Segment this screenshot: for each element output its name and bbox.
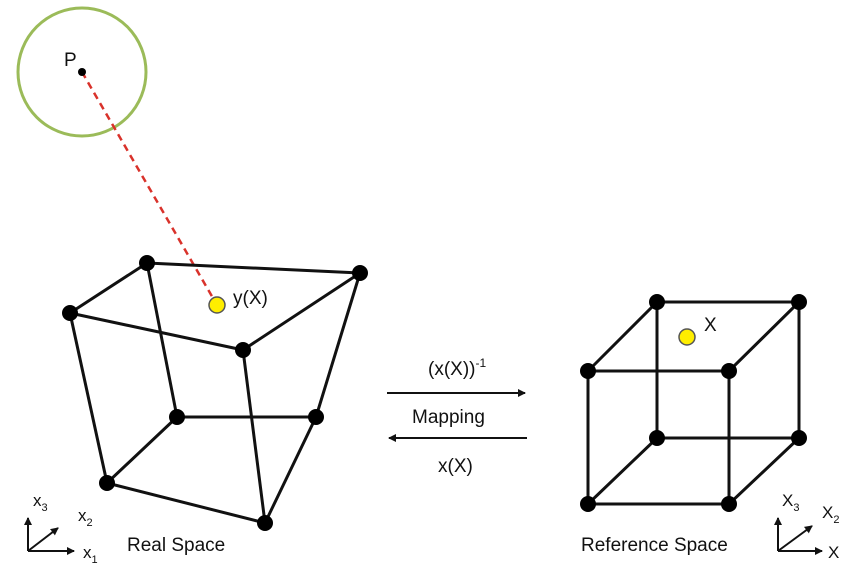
axis-label-x2: x2 [78,506,93,529]
reference-point-label: X [704,315,717,336]
mapping-label: Mapping [412,407,485,428]
mapped-point-marker [208,296,226,314]
vertex-dot [791,430,807,446]
axis-label-X3: X3 [782,491,799,514]
real-space-vertices [62,255,368,531]
reference-space-cube [586,300,801,506]
axis-label-X: X [828,543,839,562]
vertex-dot [235,342,251,358]
real-space-axes [24,517,75,555]
vertex-dot [721,363,737,379]
axis-label-x1: x1 [83,543,98,565]
vertex-dot [99,475,115,491]
reference-space-vertices [580,294,807,512]
vertex-dot [649,430,665,446]
vertex-dot [139,255,155,271]
mapped-point-label: y(X) [233,288,268,309]
reference-point-marker [678,328,696,346]
reference-space-caption: Reference Space [581,535,728,556]
vertex-dot [649,294,665,310]
inverse-mapping-label: (x(X))-1 [428,356,486,380]
axis-label-x3: x3 [33,491,48,514]
vertex-dot [308,409,324,425]
search-radius-circle [16,6,148,138]
vertex-dot [257,515,273,531]
vertex-dot [62,305,78,321]
axis-label-X2: X2 [822,503,839,526]
reference-space-axes [774,517,823,555]
projection-dashed-line [80,71,219,306]
real-space-caption: Real Space [127,535,225,556]
vertex-dot [721,496,737,512]
real-space-hexahedron [68,261,362,525]
point-p-label: P [64,50,77,71]
forward-mapping-label: x(X) [438,456,473,477]
point-p-dot [78,68,86,76]
vertex-dot [352,265,368,281]
vertex-dot [791,294,807,310]
vertex-dot [169,409,185,425]
vertex-dot [580,363,596,379]
vertex-dot [580,496,596,512]
